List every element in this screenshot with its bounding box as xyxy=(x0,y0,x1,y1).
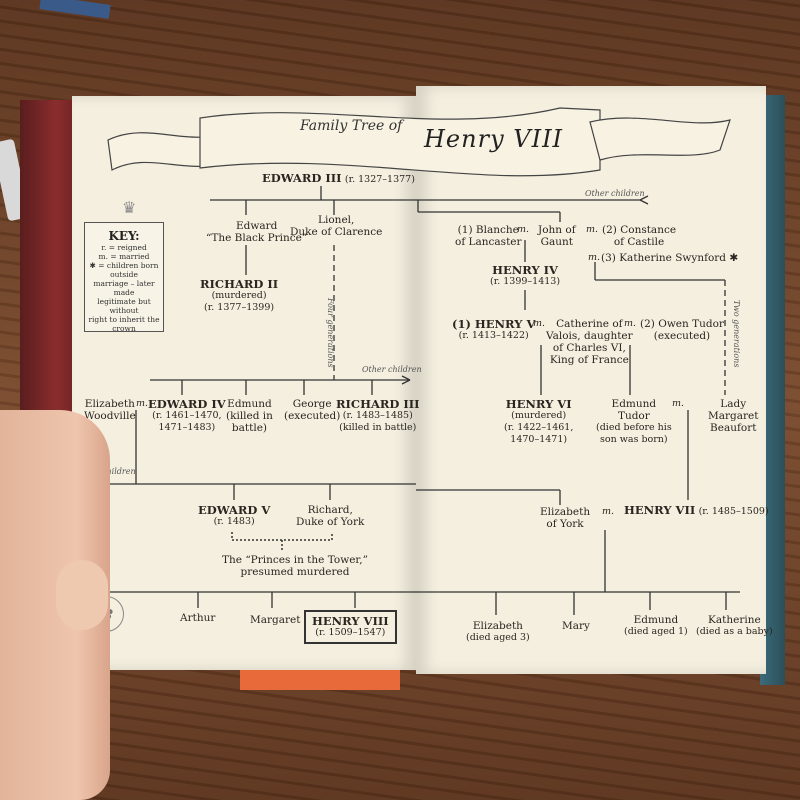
person-owen-tudor: (2) Owen Tudor(executed) xyxy=(640,318,724,342)
person-edward5: EDWARD V (r. 1483) xyxy=(198,503,271,527)
crown-icon: ♛ xyxy=(122,198,137,217)
person-edmund-child: Edmund(died aged 1) xyxy=(624,614,688,637)
person-katherine-child: Katherine(died as a baby) xyxy=(696,614,773,637)
four-generations-label: Four generations xyxy=(326,298,335,368)
married-marker: m. xyxy=(672,398,685,409)
key-line: m. = married xyxy=(98,252,150,261)
two-generations-label: Two generations xyxy=(732,300,741,368)
person-richard3: RICHARD III (r. 1483–1485) (killed in ba… xyxy=(336,397,420,433)
key-line: marriage – later made xyxy=(93,279,155,297)
married-marker: m. xyxy=(517,224,530,235)
person-henry4: HENRY IV (r. 1399–1413) xyxy=(490,263,561,287)
left-page xyxy=(72,96,416,670)
key-line: legitimate but without xyxy=(97,297,151,315)
right-page xyxy=(416,86,766,674)
banner-title-part1: Family Tree of xyxy=(300,118,403,134)
person-margaret: Margaret xyxy=(250,614,301,626)
person-elizabeth-child: Elizabeth(died aged 3) xyxy=(466,620,530,643)
key-line: ✱ = children born outside xyxy=(89,261,159,279)
person-henry8: HENRY VIII (r. 1509–1547) xyxy=(304,610,397,644)
princes-in-tower-note: The “Princes in the Tower,”presumed murd… xyxy=(222,554,368,578)
other-children-label: Other children xyxy=(585,189,645,198)
married-marker: m. xyxy=(136,398,149,409)
other-children-label: Other children xyxy=(362,365,422,374)
book-cover-strip xyxy=(240,670,400,690)
person-richard2: RICHARD II (murdered) (r. 1377–1399) xyxy=(200,277,279,313)
person-henry6: HENRY VI (murdered) (r. 1422–1461, 1470–… xyxy=(504,397,574,445)
person-arthur: Arthur xyxy=(180,612,216,624)
key-title: KEY: xyxy=(108,229,140,243)
title-banner xyxy=(107,107,731,177)
married-marker: m. xyxy=(533,318,546,329)
person-henry7: HENRY VII (r. 1485–1509) xyxy=(624,503,769,517)
married-marker: m. xyxy=(588,252,601,263)
person-george: George(executed) xyxy=(284,398,341,422)
person-henry5: (1) HENRY V (r. 1413–1422) xyxy=(452,317,536,341)
key-line: r. = reigned xyxy=(101,243,147,252)
person-black-prince: Edward“The Black Prince” xyxy=(206,220,308,244)
person-edward4: EDWARD IV (r. 1461–1470, 1471–1483) xyxy=(148,397,226,433)
person-lionel: Lionel,Duke of Clarence xyxy=(290,214,383,238)
person-richard-york: Richard,Duke of York xyxy=(296,504,365,528)
person-katherine-swynford: (3) Katherine Swynford ✱ xyxy=(601,252,739,264)
person-edward3: EDWARD III (r. 1327–1377) xyxy=(262,171,415,185)
key-box: KEY: r. = reigned m. = married ✱ = child… xyxy=(84,222,164,333)
married-marker: m. xyxy=(624,318,637,329)
banner-title-part2: Henry VIII xyxy=(424,125,564,153)
married-marker: m. xyxy=(602,506,615,517)
key-line: right to inherit the crown xyxy=(88,315,160,333)
thumb xyxy=(56,560,108,630)
married-marker: m. xyxy=(586,224,599,235)
person-mary: Mary xyxy=(562,620,590,632)
